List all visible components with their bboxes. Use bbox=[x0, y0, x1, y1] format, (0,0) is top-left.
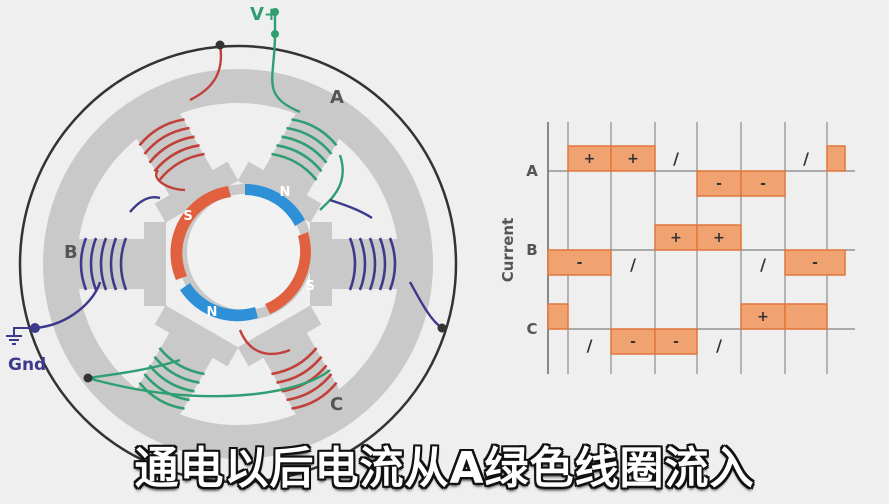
pulse-sign: - bbox=[630, 334, 636, 350]
coil-b-label: B bbox=[64, 242, 78, 263]
row-label-c: C bbox=[526, 320, 537, 338]
stator-teeth bbox=[66, 102, 410, 426]
coil-b bbox=[79, 237, 128, 291]
pulse-sign: / bbox=[673, 149, 679, 168]
ground-label: Gnd bbox=[8, 355, 46, 375]
pulse-sign: / bbox=[716, 336, 722, 355]
current-pulse bbox=[696, 170, 742, 197]
pulse-sign: - bbox=[673, 334, 679, 350]
coil-a-label: A bbox=[330, 87, 344, 108]
housing-circle bbox=[18, 44, 458, 484]
current-pulse bbox=[696, 224, 742, 251]
subtitle-caption: 通电以后电流从A绿色线圈流入 bbox=[134, 443, 755, 494]
pulse-sign: / bbox=[760, 255, 766, 274]
current-axis-label: Current bbox=[499, 218, 517, 283]
current-pulse bbox=[784, 249, 846, 276]
current-pulse bbox=[610, 145, 656, 172]
pulse-sign: / bbox=[587, 336, 593, 355]
coil-a-opposite bbox=[138, 347, 205, 410]
pulse-sign: - bbox=[812, 255, 818, 271]
terminals bbox=[83, 40, 447, 383]
pulse-sign: + bbox=[627, 151, 639, 167]
coil-b-opposite bbox=[348, 237, 397, 291]
rotor-pole-labels: N S N S bbox=[183, 185, 314, 320]
coil-a bbox=[271, 118, 338, 181]
pulse-sign: - bbox=[760, 176, 766, 192]
current-pulse bbox=[826, 145, 846, 172]
gnd-terminal bbox=[6, 323, 40, 345]
pole-south-right: S bbox=[305, 279, 314, 294]
rotor bbox=[170, 184, 313, 322]
current-pulse bbox=[654, 224, 698, 251]
pole-north-top: N bbox=[280, 185, 291, 200]
row-label-b: B bbox=[526, 241, 537, 259]
pulse-sign: + bbox=[713, 230, 725, 246]
coil-c-label: C bbox=[330, 394, 343, 415]
current-pulse bbox=[547, 303, 569, 330]
row-label-a: A bbox=[526, 162, 538, 180]
wires bbox=[34, 12, 443, 398]
pole-south-left: S bbox=[183, 209, 192, 224]
pulse-sign: + bbox=[670, 230, 682, 246]
current-pulse bbox=[567, 145, 612, 172]
vplus-terminal bbox=[271, 8, 279, 38]
current-pulse bbox=[784, 303, 828, 330]
pole-north-bottom: N bbox=[207, 305, 218, 320]
supply-label: V+ bbox=[250, 4, 279, 25]
coil-c-opposite bbox=[138, 118, 205, 181]
current-pulse bbox=[547, 249, 612, 276]
pulse-sign: - bbox=[577, 255, 583, 271]
current-pulse bbox=[654, 328, 698, 355]
pulse-sign: - bbox=[716, 176, 722, 192]
coils bbox=[79, 118, 397, 410]
pulse-sign: / bbox=[630, 255, 636, 274]
current-pulse bbox=[740, 170, 786, 197]
timing-chart: Current A B C + + / - - / - / + + / - / - - / + bbox=[499, 122, 855, 374]
pulse-sign: + bbox=[757, 309, 769, 325]
pulse-sign: + bbox=[584, 151, 596, 167]
current-pulse bbox=[610, 328, 656, 355]
stator-ring bbox=[43, 69, 433, 459]
pulse-sign: / bbox=[803, 149, 809, 168]
